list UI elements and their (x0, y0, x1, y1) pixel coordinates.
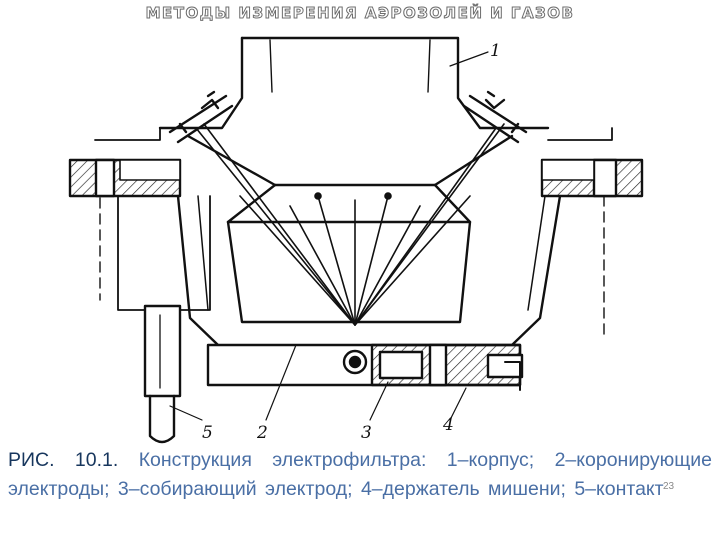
figure-caption: РИС. 10.1. Конструкция электрофильтра: 1… (8, 446, 712, 504)
contact-post (143, 304, 182, 444)
leader-lines (169, 51, 489, 421)
housing-body (158, 36, 550, 224)
part-label-1: 1 (490, 41, 501, 61)
slide-title: МЕТОДЫ ИЗМЕРЕНИЯ АЭРОЗОЛЕЙ И ГАЗОВ (145, 4, 575, 23)
left-electrode-clamp (168, 90, 234, 144)
left-flange (68, 127, 211, 311)
caption-text: Конструкция электрофильтра: 1–корпус; 2–… (8, 449, 712, 500)
part-label-3: 3 (361, 423, 372, 443)
right-flange (540, 127, 644, 341)
collecting-plate (206, 343, 524, 391)
part-label-4: 4 (442, 415, 454, 435)
right-electrode-clamp (462, 90, 528, 144)
page-number: 23 (663, 481, 675, 492)
lower-housing (176, 194, 562, 347)
figure-number: РИС. 10.1. (8, 449, 119, 471)
part-label-5: 5 (202, 423, 213, 443)
corona-electrodes (195, 123, 505, 326)
part-label-2: 2 (256, 423, 268, 443)
